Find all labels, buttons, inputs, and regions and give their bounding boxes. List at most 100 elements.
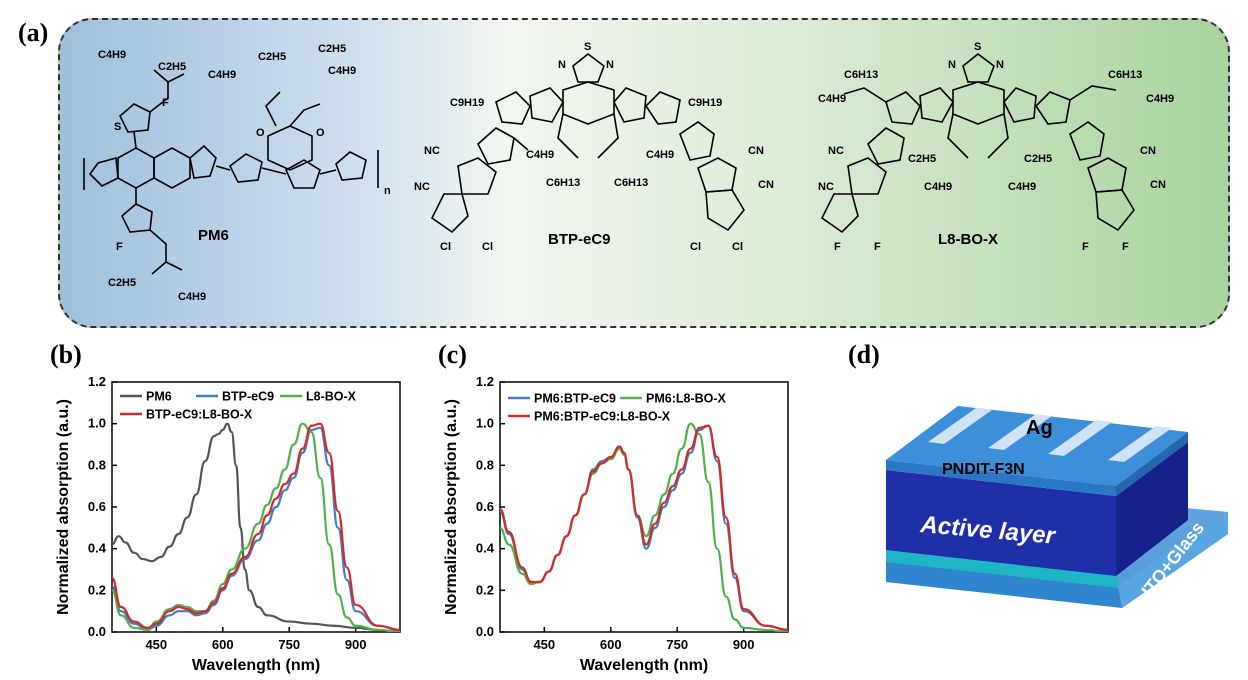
ito-glass-front <box>1118 512 1228 608</box>
x-tick-label: 600 <box>600 637 622 652</box>
btp-group-label: S <box>584 41 591 53</box>
x-axis-title: Wavelength (nm) <box>580 657 708 674</box>
btp-group-label: Cl <box>690 241 701 253</box>
btp-group-label: C4H9 <box>526 149 554 161</box>
y-tick-label: 0.6 <box>88 499 106 514</box>
active-layer-side <box>1116 442 1188 576</box>
y-tick-label: 0.8 <box>88 457 106 472</box>
panel-label-a: (a) <box>18 18 49 47</box>
panel-label-b: (b) <box>50 340 82 369</box>
active-layer-front <box>886 470 1116 576</box>
y-tick-label: 0.4 <box>476 541 495 556</box>
l8-group-label: NC <box>828 145 844 157</box>
x-tick-label: 450 <box>533 637 555 652</box>
y-tick-label: 1.0 <box>476 416 494 431</box>
btp-group-label: NC <box>414 181 430 193</box>
legend-label: BTP-eC9:L8-BO-X <box>146 408 253 422</box>
y-tick-label: 0.2 <box>476 582 494 597</box>
y-tick-label: 1.2 <box>476 374 494 389</box>
pm6-group-label: S <box>114 121 121 133</box>
btp-group-label: C9H19 <box>450 97 484 109</box>
legend-label: PM6:BTP-eC9:L8-BO-X <box>534 410 671 424</box>
pm6-structure <box>83 69 379 275</box>
btp-group-label: N <box>558 59 566 71</box>
l8-bo-x-label: L8-BO-X <box>938 231 998 248</box>
btp-group-label: C6H13 <box>546 177 580 189</box>
panel-label-c: (c) <box>438 340 467 369</box>
chemical-structures-panel <box>58 18 1230 328</box>
pndit-layer-front <box>886 460 1116 496</box>
btp-group-label: Cl <box>440 241 451 253</box>
x-tick-label: 900 <box>345 637 367 652</box>
l8-group-label: C4H9 <box>1008 181 1036 193</box>
y-tick-label: 0.8 <box>476 457 494 472</box>
plot-area: 0.0 0.2 0.4 0.6 0.8 1.0 1.2 450 600 750 900Wavelen… <box>443 374 789 674</box>
legend-label: BTP-eC9 <box>222 390 274 404</box>
pm6-group-label: C4H9 <box>178 291 206 303</box>
y-tick-label: 0.4 <box>88 541 107 556</box>
btp-group-label: CN <box>748 145 764 157</box>
y-tick-label: 0.0 <box>476 624 494 639</box>
l8-group-label: F <box>1122 241 1129 253</box>
l8-group-label: C6H13 <box>844 69 878 81</box>
btp-group-label: C9H19 <box>688 97 722 109</box>
x-tick-label: 600 <box>212 637 234 652</box>
btp-group-label: C6H13 <box>614 177 648 189</box>
btp-group-label: Cl <box>732 241 743 253</box>
device-structure-diagram: Ag PNDIT-F3N Active layer ITO+Glass <box>886 406 1228 608</box>
series-line-btp-ec9-l8-bo-x <box>112 422 400 632</box>
pm6-group-label: C4H9 <box>98 49 126 61</box>
pm6-group-label: n <box>384 185 391 197</box>
series-line-l8-bo-x <box>112 422 400 632</box>
pm6-group-label: O <box>256 127 265 139</box>
btp-group-label: C4H9 <box>646 149 674 161</box>
interlayer <box>886 550 1118 588</box>
ag-electrode <box>1108 426 1172 462</box>
absorption-chart-c: 0.0 0.2 0.4 0.6 0.8 1.0 1.2 450 600 750 900Wavelen… <box>443 374 789 674</box>
l8-group-label: C4H9 <box>818 93 846 105</box>
pm6-group-label: C4H9 <box>208 69 236 81</box>
l8-group-label: C4H9 <box>924 181 952 193</box>
y-tick-label: 0.0 <box>88 624 106 639</box>
btp-ec9-label: BTP-eC9 <box>548 231 611 248</box>
ag-electrode <box>1048 420 1112 456</box>
pm6-group-label: F <box>162 97 169 109</box>
legend-label: PM6:BTP-eC9 <box>534 392 616 406</box>
l8-group-label: C6H13 <box>1108 69 1142 81</box>
l8-group-label: F <box>834 241 841 253</box>
x-tick-label: 900 <box>733 637 755 652</box>
ag-label: Ag <box>1026 417 1053 439</box>
l8-group-label: NC <box>818 181 834 193</box>
l8-group-label: CN <box>1140 145 1156 157</box>
pm6-label: PM6 <box>198 227 229 244</box>
pm6-group-label: C2H5 <box>318 43 346 55</box>
y-axis-title: Normalized absorption (a.u.) <box>443 399 460 615</box>
y-tick-label: 0.6 <box>476 499 494 514</box>
pndit-label: PNDIT-F3N <box>942 461 1025 478</box>
ag-electrode <box>928 408 992 444</box>
y-tick-label: 0.2 <box>88 582 106 597</box>
y-tick-label: 1.0 <box>88 416 106 431</box>
x-tick-label: 750 <box>278 637 300 652</box>
l8-group-label: N <box>948 59 956 71</box>
pm6-group-label: C2H5 <box>258 51 286 63</box>
series-line-pm6-btp-ec9-l8-bo-x <box>500 424 788 632</box>
pm6-group-label: O <box>316 127 325 139</box>
l8-group-label: F <box>874 241 881 253</box>
series-line-pm6-btp-ec9 <box>500 424 788 632</box>
y-axis-title: Normalized absorption (a.u.) <box>55 399 72 615</box>
x-tick-label: 750 <box>666 637 688 652</box>
btp-group-label: Cl <box>482 241 493 253</box>
l8-group-label: S <box>974 41 981 53</box>
y-tick-label: 1.2 <box>88 374 106 389</box>
l8-group-label: C2H5 <box>1024 153 1052 165</box>
ag-electrode <box>988 414 1052 450</box>
chemical-structures-drawing: C4H9 C2H5 F S C4H9 C2H5 C4H9 C2H5 O O n … <box>83 41 1174 303</box>
pm6-group-label: C2H5 <box>158 61 186 73</box>
pndit-layer-side <box>1116 432 1188 496</box>
x-axis-title: Wavelength (nm) <box>192 657 320 674</box>
panel-label-d: (d) <box>848 340 880 369</box>
legend-label: PM6 <box>146 390 172 404</box>
series-line-pm6 <box>112 422 400 632</box>
pm6-group-label: C4H9 <box>328 65 356 77</box>
